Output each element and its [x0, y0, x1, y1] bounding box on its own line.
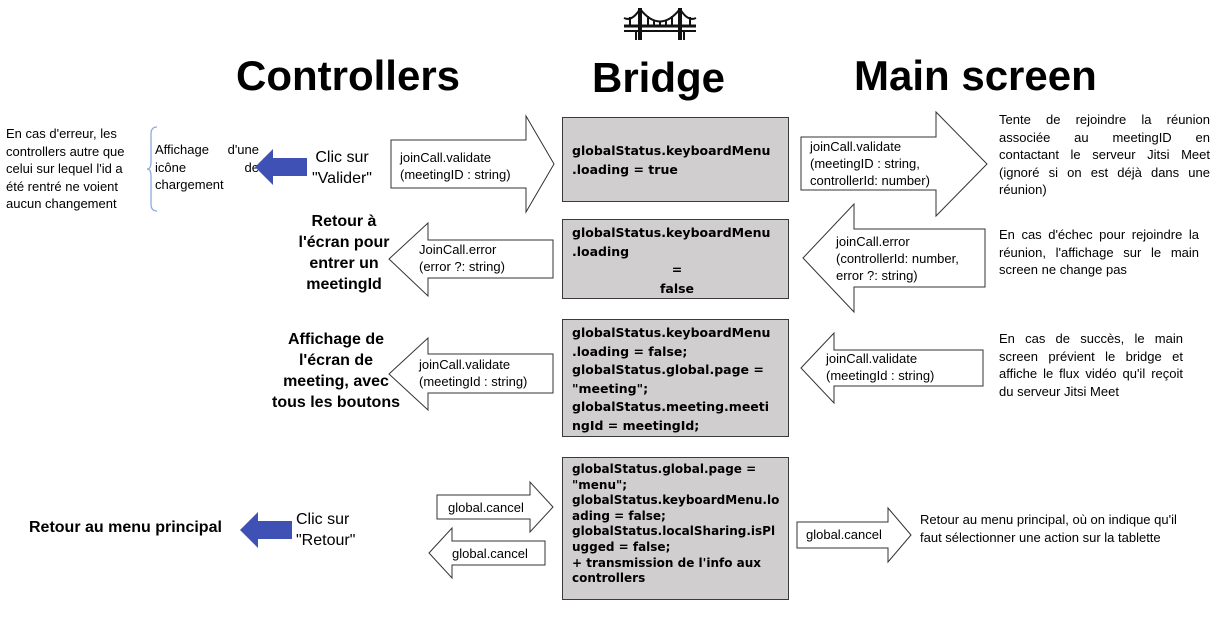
- result-line: l'écran de: [298, 352, 374, 369]
- arrow-label-line: JoinCall.error: [419, 242, 497, 257]
- arrow-from-main-screen: [802, 202, 986, 314]
- result-line: Retour à: [311, 213, 377, 230]
- arrow-label-line: joinCall.validate: [810, 139, 902, 154]
- result-line: tous les boutons: [272, 394, 400, 411]
- arrow-label-line: (meetingID : string,: [810, 156, 920, 171]
- arrow-to-bridge: [390, 114, 555, 214]
- click-back-label: Clic sur "Retour": [296, 509, 368, 551]
- arrow-to-controllers: [388, 336, 554, 412]
- arrow-label: global.cancel: [452, 546, 528, 561]
- state-line: globalStatus.global.page =: [572, 362, 764, 377]
- main-menu-note: Retour au menu principal, où on indique …: [920, 512, 1177, 545]
- state-line: ading = false;: [572, 508, 666, 523]
- bridge-title: Bridge: [592, 54, 726, 101]
- result-line: l'écran pour: [298, 234, 390, 251]
- arrow-label: joinCall.validate (meetingID : string): [400, 149, 511, 183]
- arrow-to-bridge: [436, 480, 554, 534]
- loading-icon-note: Affichage d'une icône de chargement: [155, 142, 259, 192]
- arrow-label: global.cancel: [806, 527, 882, 542]
- state-line: + transmission de l'info aux: [572, 555, 762, 570]
- arrow-label-line: (meetingId : string): [826, 368, 935, 383]
- arrow-label: joinCall.validate (meetingId : string): [826, 350, 934, 384]
- arrow-to-main-screen: [800, 110, 988, 218]
- arrow-label: global.cancel: [448, 500, 524, 515]
- state-line: globalStatus.localSharing.isPl: [572, 524, 776, 539]
- bridge-state-box: globalStatus.global.page = "menu"; globa…: [562, 457, 789, 600]
- result-line: meeting, avec: [283, 373, 389, 390]
- arrow-label: joinCall.validate (meetingId : string): [419, 356, 527, 390]
- result-line: Affichage de: [287, 331, 384, 348]
- state-line: ugged = false;: [572, 539, 671, 554]
- failure-note: En cas d'échec pour rejoindre la réunion…: [999, 227, 1199, 277]
- arrow-label-line: (error ?: string): [419, 259, 505, 274]
- meeting-screen-label: Affichage de l'écran de meeting, avec to…: [262, 329, 410, 413]
- result-line: meetingId: [306, 276, 382, 293]
- bridge-state-box: globalStatus.keyboardMenu .loading = fal…: [562, 319, 789, 437]
- arrow-label: joinCall.error (controllerId: number, er…: [836, 233, 959, 284]
- arrow-label: JoinCall.error (error ?: string): [419, 241, 505, 275]
- arrow-label-line: joinCall.validate: [826, 351, 918, 366]
- state-line: globalStatus.global.page =: [572, 462, 757, 476]
- arrow-label: joinCall.validate (meetingID : string, c…: [810, 138, 930, 189]
- result-line: entrer un: [309, 255, 379, 272]
- back-to-main-menu-label: Retour au menu principal: [29, 519, 222, 536]
- arrow-label-line: controllerId: number): [810, 173, 930, 188]
- state-line: .loading: [572, 243, 630, 259]
- state-line: globalStatus.keyboardMenu.lo: [572, 493, 780, 508]
- arrow-label-line: joinCall.validate: [419, 357, 511, 372]
- click-validate-label: Clic sur "Valider": [306, 147, 378, 189]
- state-line: ngId = meetingId;: [572, 417, 700, 433]
- state-line: globalStatus.keyboardMenu: [572, 225, 771, 240]
- state-line: =: [671, 262, 683, 277]
- arrow-label-line: (meetingId : string): [419, 374, 528, 389]
- blue-arrow-left: [240, 512, 292, 548]
- state-line: controllers: [572, 571, 646, 586]
- state-line: .loading = false;: [572, 343, 688, 359]
- arrow-from-main-screen: [800, 331, 984, 405]
- arrow-to-controllers: [428, 526, 546, 580]
- action-line-2: "Valider": [312, 170, 372, 187]
- brace: [146, 126, 158, 212]
- state-line: .loading = true: [572, 161, 678, 177]
- state-line: "meeting";: [572, 380, 649, 396]
- state-line: globalStatus.meeting.meeti: [572, 399, 770, 414]
- success-note: En cas de succès, le main screen prévien…: [999, 331, 1183, 399]
- action-line: Clic sur: [296, 511, 350, 528]
- arrow-to-main-screen: [796, 506, 912, 564]
- bridge-state-box: globalStatus.keyboardMenu .loading = fal…: [562, 219, 789, 299]
- state-line: false: [659, 280, 695, 296]
- blue-arrow-left: [255, 149, 307, 185]
- arrow-to-controllers: [388, 221, 554, 298]
- arrow-label-line: (meetingID : string): [400, 167, 511, 182]
- arrow-label-line: error ?: string): [836, 268, 918, 283]
- controllers-title: Controllers: [236, 52, 461, 99]
- arrow-label-line: (controllerId: number,: [836, 251, 959, 266]
- bridge-state-box: globalStatus.keyboardMenu .loading = tru…: [562, 117, 789, 202]
- arrow-label-line: joinCall.error: [836, 234, 910, 249]
- arrow-label-line: joinCall.validate: [400, 150, 492, 165]
- state-line: globalStatus.keyboardMenu: [572, 325, 771, 340]
- controllers-error-note: En cas d'erreur, les controllers autre q…: [6, 126, 125, 211]
- main-screen-title: Main screen: [854, 52, 1097, 99]
- suspension-bridge-icon: [623, 8, 697, 40]
- action-line: "Retour": [296, 532, 356, 549]
- state-line: "menu";: [572, 477, 628, 492]
- join-attempt-note: Tente de rejoindre la réunion associée a…: [999, 112, 1210, 197]
- state-line: globalStatus.keyboardMenu: [572, 143, 771, 158]
- action-line-1: Clic sur: [315, 149, 369, 166]
- back-to-meeting-id-label: Retour à l'écran pour entrer un meetingI…: [288, 211, 400, 295]
